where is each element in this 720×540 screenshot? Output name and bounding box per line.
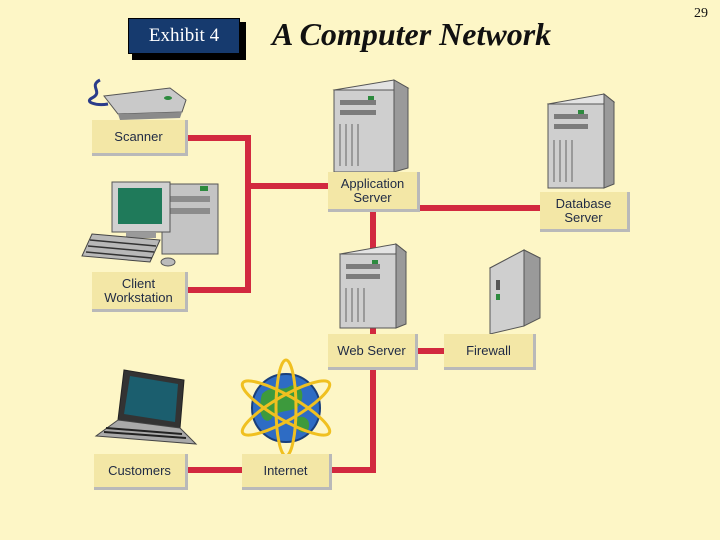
workstation-icon — [81, 181, 219, 267]
web-server-label: Web Server — [328, 334, 418, 370]
web-server-label-text: Web Server — [337, 342, 406, 358]
customers-label-text: Customers — [108, 462, 171, 478]
connector-scanner — [183, 135, 251, 293]
client-workstation-label-line1: Client — [121, 275, 156, 291]
application-server-label: Application Server — [328, 172, 420, 212]
scanner-label: Scanner — [92, 120, 188, 156]
page-number: 29 — [694, 6, 708, 21]
server-icon — [332, 79, 410, 173]
database-server-label: Database Server — [540, 192, 630, 232]
page-title: A Computer Network — [272, 16, 552, 52]
database-server-label-line1: Database — [555, 195, 612, 211]
laptop-icon — [94, 369, 198, 445]
exhibit-label: Exhibit 4 — [128, 18, 240, 54]
firewall-label-text: Firewall — [466, 342, 511, 358]
client-workstation-label-line2: Workstation — [104, 289, 173, 305]
globe-icon — [240, 358, 332, 458]
connector-web-to-internet — [327, 363, 376, 473]
internet-label: Internet — [242, 454, 332, 490]
firewall-label: Firewall — [444, 334, 536, 370]
application-server-label-line1: Application — [340, 175, 405, 191]
server-icon — [338, 242, 408, 329]
application-server-label-line2: Server — [353, 189, 392, 205]
internet-label-text: Internet — [263, 462, 308, 478]
database-server-label-line2: Server — [564, 209, 603, 225]
server-icon — [546, 92, 616, 189]
client-workstation-label: Client Workstation — [92, 272, 188, 312]
scanner-icon — [87, 78, 187, 120]
firewall-icon — [488, 249, 542, 335]
scanner-label-text: Scanner — [114, 128, 163, 144]
exhibit-badge: Exhibit 4 — [128, 18, 246, 60]
customers-label: Customers — [94, 454, 188, 490]
